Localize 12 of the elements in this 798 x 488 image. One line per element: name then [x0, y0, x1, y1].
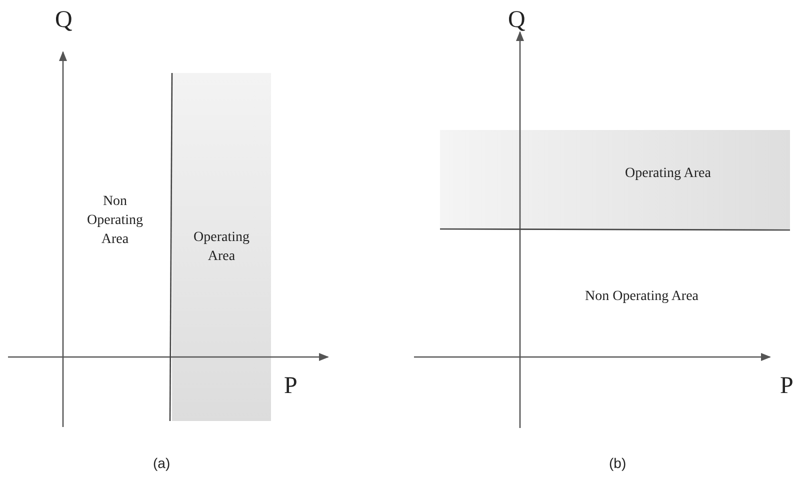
- operating-area-band: [440, 130, 790, 229]
- region-label: Non Operating Area: [86, 193, 144, 249]
- axis-label: Q: [55, 6, 72, 34]
- panel-label: (a): [153, 454, 170, 473]
- axis-label: P: [780, 372, 794, 400]
- region-label: Operating Area: [192, 229, 250, 266]
- region-label: Non Operating Area: [585, 288, 699, 306]
- operating-area-band: [172, 73, 271, 421]
- axis-label: P: [284, 372, 298, 400]
- panel-label: (b): [609, 454, 626, 473]
- axis-label: Q: [508, 6, 526, 34]
- region-label: Operating Area: [625, 165, 711, 183]
